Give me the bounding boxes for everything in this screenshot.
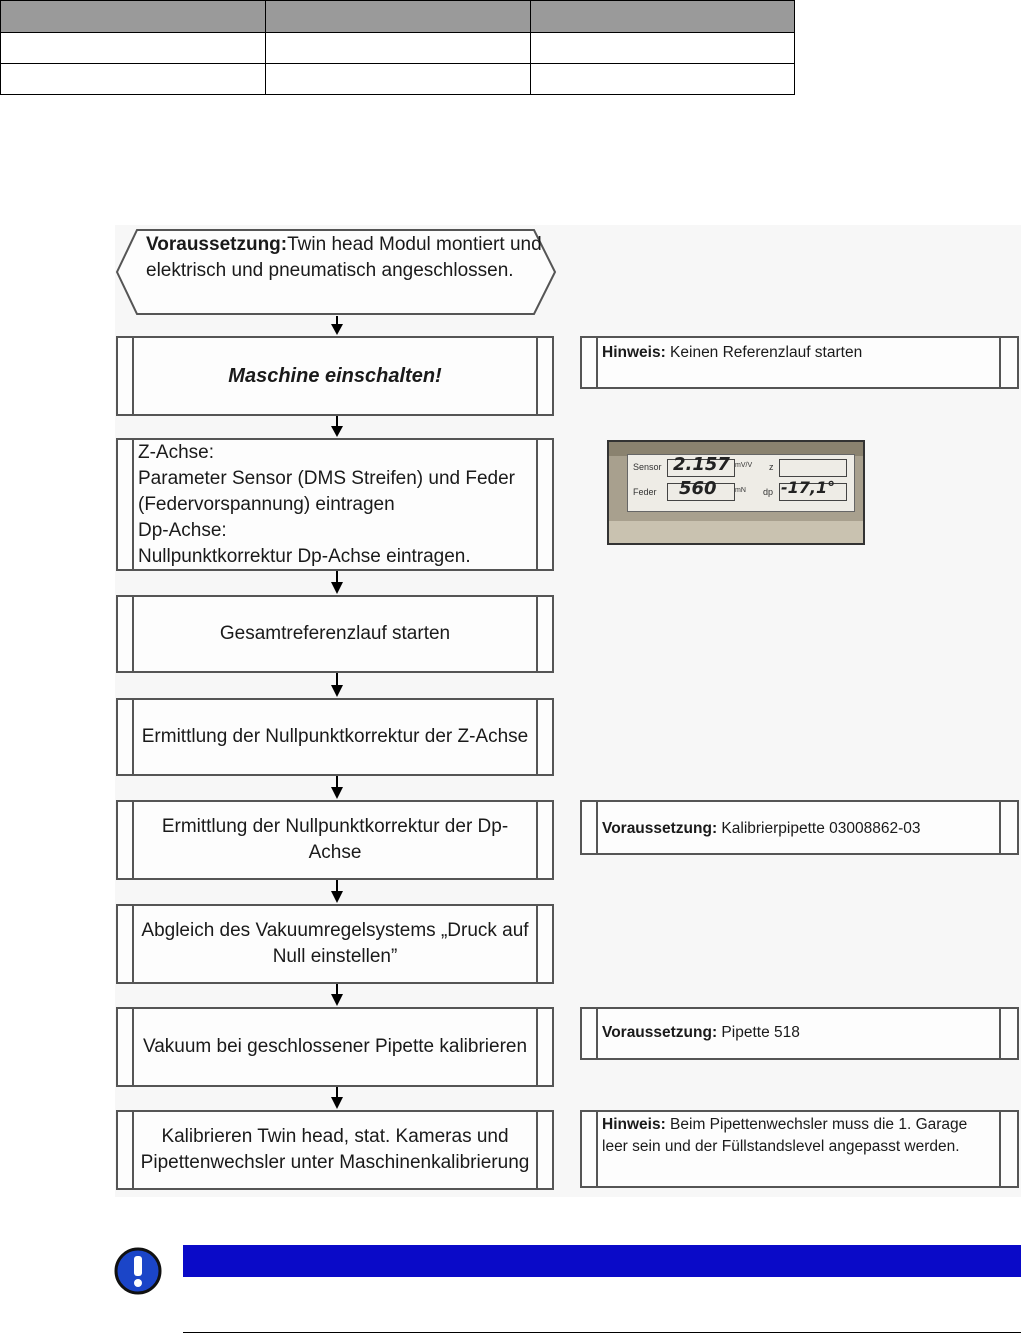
precondition-body: Twin head Modul montiert und elektrisch … [146, 234, 542, 281]
step-label: Z-Achse: Parameter Sensor (DMS Streifen)… [138, 441, 515, 567]
note-text: Pipette 518 [717, 1024, 800, 1041]
photo-feder-unit: mN [735, 487, 746, 494]
arrow-icon [331, 776, 343, 799]
photo-z-label: z [769, 462, 774, 472]
notice-divider [183, 1332, 1021, 1333]
step-label: Ermittlung der Nullpunktkorrektur der Z-… [141, 726, 529, 747]
note-pipette-518: Voraussetzung: Pipette 518 [580, 1007, 1019, 1060]
header-cell [265, 63, 531, 95]
photo-dp-value: -17,1° [781, 478, 836, 497]
note-label: Hinweis: [602, 1116, 666, 1133]
header-table-row [0, 63, 795, 95]
photo-sensor-value: 2.157 [673, 454, 730, 475]
step-parameters: Z-Achse: Parameter Sensor (DMS Streifen)… [116, 438, 554, 571]
step-label: Maschine einschalten! [228, 365, 442, 387]
step-label: Vakuum bei geschlossener Pipette kalibri… [142, 1036, 528, 1057]
note-label: Hinweis: [602, 344, 666, 361]
note-label: Voraussetzung: [602, 820, 718, 837]
note-label: Voraussetzung: [602, 1024, 718, 1041]
header-cell [0, 0, 266, 33]
photo-sensor-label: Sensor [633, 462, 662, 472]
arrow-icon [331, 673, 343, 697]
header-table [0, 0, 795, 95]
step-label: Ermittlung der Nullpunktkorrektur der Dp… [161, 816, 509, 863]
header-cell [530, 63, 795, 95]
header-cell [530, 32, 795, 64]
arrow-icon [331, 984, 343, 1006]
header-table-row [0, 0, 795, 33]
note-calibration-pipette: Voraussetzung: Kalibrierpipette 03008862… [580, 800, 1019, 855]
precondition-label: Voraussetzung: [146, 234, 288, 255]
step-label: Abgleich des Vakuumregelsystems „Druck a… [141, 920, 529, 967]
step-label: Gesamtreferenzlauf starten [219, 623, 451, 644]
precondition-text: Voraussetzung:Twin head Modul montiert u… [146, 232, 546, 284]
step-reference-run: Gesamtreferenzlauf starten [116, 595, 554, 673]
arrow-icon [331, 1087, 343, 1109]
photo-dp-label: dp [763, 487, 774, 497]
header-cell [265, 0, 531, 33]
header-table-row [0, 32, 795, 64]
photo-feder-box [667, 483, 735, 501]
arrow-icon [331, 416, 343, 437]
parameter-label-photo: Sensor 2.157 mV/V z Feder 560 mN dp -17,… [607, 440, 865, 545]
photo-feder-value: 560 [679, 478, 717, 499]
photo-top-band [609, 442, 863, 456]
header-cell [0, 63, 266, 95]
note-text: Beim Pipettenwechsler muss die 1. Garage… [602, 1116, 968, 1155]
step-machine-calibration: Kalibrieren Twin head, stat. Kameras und… [116, 1110, 554, 1190]
step-vacuum-adjust: Abgleich des Vakuumregelsystems „Druck a… [116, 904, 554, 984]
note-text: Keinen Referenzlauf starten [665, 344, 863, 361]
note-pipette-changer: Hinweis: Beim Pipettenwechsler muss die … [580, 1110, 1019, 1188]
step-dp-axis-zero: Ermittlung der Nullpunktkorrektur der Dp… [116, 800, 554, 880]
note-text: Kalibrierpipette 03008862-03 [717, 820, 921, 837]
photo-bottom-band [609, 521, 863, 543]
photo-feder-label: Feder [633, 487, 657, 497]
photo-sensor-unit: mV/V [735, 462, 753, 469]
exclamation-icon [114, 1247, 162, 1295]
photo-dp-box [779, 483, 847, 501]
notice-bar [183, 1245, 1021, 1277]
note-no-reference-run: Hinweis: Keinen Referenzlauf starten [580, 336, 1019, 389]
header-cell [530, 0, 795, 33]
step-label: Kalibrieren Twin head, stat. Kameras und… [140, 1126, 530, 1173]
arrow-icon [331, 316, 343, 335]
header-cell [0, 32, 266, 64]
header-cell [265, 32, 531, 64]
arrow-icon [331, 880, 343, 903]
step-power-on: Maschine einschalten! [116, 336, 554, 416]
arrow-icon [331, 571, 343, 594]
step-z-axis-zero: Ermittlung der Nullpunktkorrektur der Z-… [116, 698, 554, 776]
precondition-shape [115, 229, 557, 315]
step-vacuum-calibrate: Vakuum bei geschlossener Pipette kalibri… [116, 1007, 554, 1087]
photo-sensor-box [667, 459, 735, 477]
photo-z-box [779, 459, 847, 477]
